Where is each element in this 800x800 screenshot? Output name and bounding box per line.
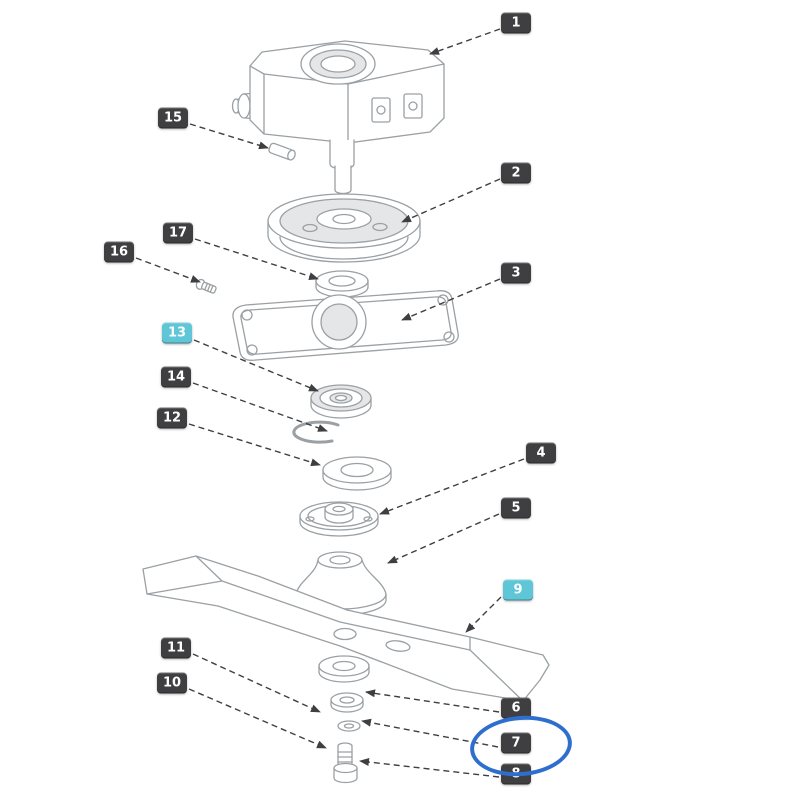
leader-line-7	[361, 718, 499, 748]
part-label-9[interactable]: 9	[503, 579, 533, 601]
leader-line-5	[387, 513, 500, 564]
leader-line-3	[401, 278, 501, 321]
snap-ring-drawing	[292, 420, 340, 444]
part-label-1[interactable]: 1	[501, 12, 531, 34]
leader-line-6	[365, 689, 500, 713]
parts-drawing	[142, 40, 550, 784]
part-label-5[interactable]: 5	[501, 497, 531, 519]
leader-line-12	[188, 423, 321, 467]
part-label-17[interactable]: 17	[163, 222, 193, 244]
gearbox-drawing	[231, 40, 445, 195]
leader-line-10	[188, 688, 327, 749]
washer-6-drawing	[330, 692, 364, 713]
leader-line-11	[192, 653, 321, 713]
part-label-14[interactable]: 14	[161, 366, 191, 388]
part-label-12[interactable]: 12	[157, 407, 187, 429]
washer-12-drawing	[322, 456, 392, 491]
part-label-7[interactable]: 7	[501, 732, 531, 754]
part-label-2[interactable]: 2	[501, 162, 531, 184]
leader-line-9	[465, 596, 502, 633]
leader-line-16	[135, 257, 201, 283]
part-label-13[interactable]: 13	[162, 322, 192, 344]
bolt-drawing	[333, 742, 358, 784]
screw-16-drawing	[195, 278, 217, 294]
part-label-8[interactable]: 8	[501, 763, 531, 785]
bearing-drawing	[310, 384, 372, 419]
leader-line-2	[401, 178, 501, 223]
leader-line-17	[194, 238, 319, 281]
part-label-11[interactable]: 11	[161, 637, 191, 659]
part-label-6[interactable]: 6	[501, 697, 531, 719]
part-label-16[interactable]: 16	[104, 241, 134, 263]
part-label-10[interactable]: 10	[157, 672, 187, 694]
leader-lines	[135, 28, 525, 778]
part-label-15[interactable]: 15	[158, 107, 188, 129]
washer-7-drawing	[337, 720, 361, 732]
washer-17-drawing	[315, 270, 369, 298]
leader-line-13	[193, 339, 319, 392]
part-label-4[interactable]: 4	[526, 442, 556, 464]
cover-plate-drawing	[232, 290, 459, 361]
pin-drawing	[268, 142, 296, 161]
blade-drawing	[142, 555, 550, 702]
leader-line-15	[189, 123, 269, 150]
leader-line-14	[192, 382, 328, 432]
part-label-3[interactable]: 3	[501, 262, 531, 284]
pulley-drawing	[267, 193, 421, 263]
leader-line-8	[359, 758, 500, 778]
washer-11-drawing	[318, 655, 370, 683]
hub-drawing	[299, 501, 379, 537]
leader-line-1	[429, 28, 501, 55]
leader-line-4	[379, 458, 525, 515]
